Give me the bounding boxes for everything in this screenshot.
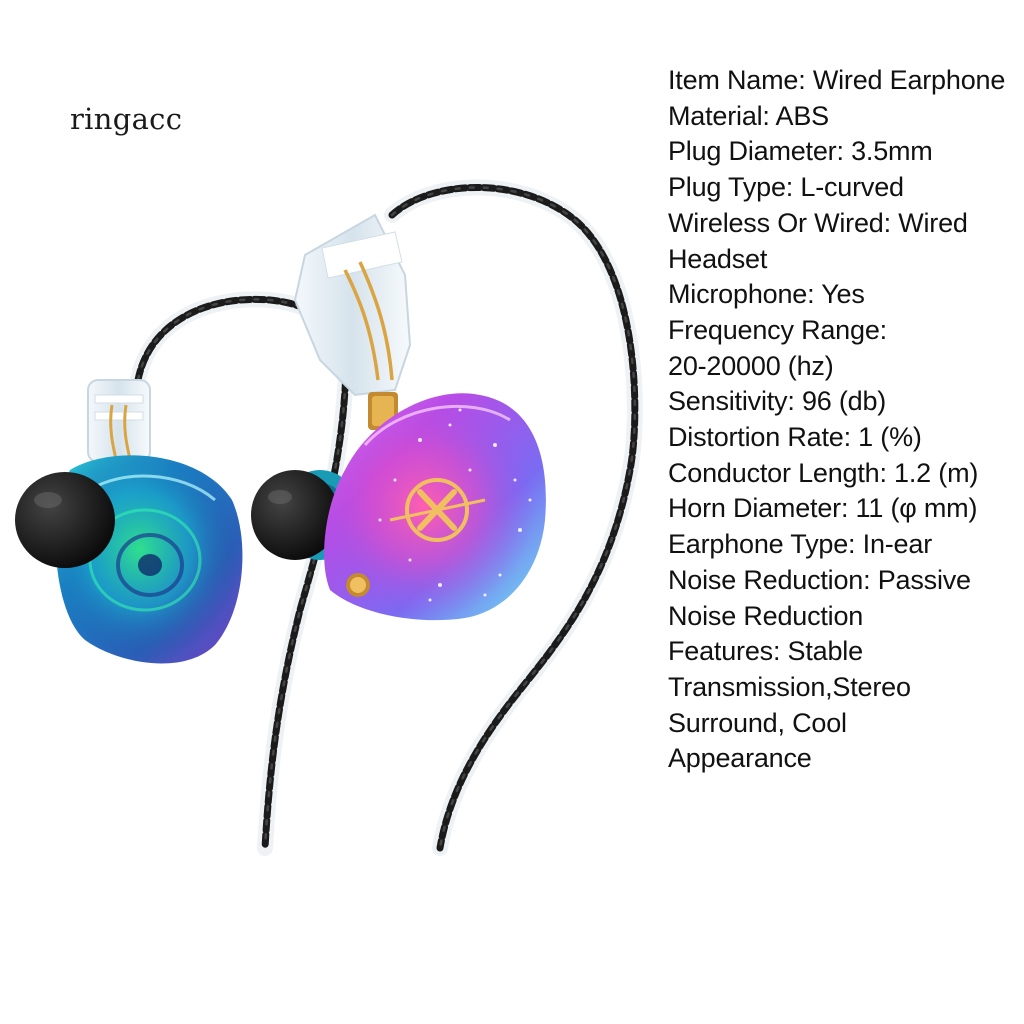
left-connector bbox=[87, 379, 151, 469]
shell-screw bbox=[346, 573, 370, 597]
spec-horn-diameter: Horn Diameter: 11 (φ mm) bbox=[668, 493, 978, 524]
spec-noise-reduction-cont: Noise Reduction bbox=[668, 600, 864, 631]
spec-features-cont-2: Surround, Cool bbox=[668, 707, 847, 738]
right-earpiece bbox=[251, 213, 546, 621]
spec-features: Features: Stable bbox=[668, 636, 863, 667]
spec-microphone: Microphone: Yes bbox=[668, 279, 865, 310]
product-image bbox=[15, 179, 643, 856]
spec-wireless-or-wired: Wireless Or Wired: Wired bbox=[668, 207, 968, 238]
right-connector bbox=[293, 213, 412, 430]
x-circle-logo-icon bbox=[389, 478, 486, 542]
spec-plug-diameter: Plug Diameter: 3.5mm bbox=[668, 136, 933, 167]
spec-conductor-length: Conductor Length: 1.2 (m) bbox=[668, 457, 979, 488]
spec-item-name: Item Name: Wired Earphone bbox=[668, 65, 1006, 95]
spec-frequency-range-value: 20-20000 (hz) bbox=[668, 350, 834, 381]
spec-material: Material: ABS bbox=[668, 100, 829, 131]
spec-earphone-type: Earphone Type: In-ear bbox=[668, 529, 932, 560]
spec-frequency-range: Frequency Range: bbox=[668, 314, 887, 345]
spec-wireless-or-wired-cont: Headset bbox=[668, 243, 768, 274]
spec-features-cont-1: Transmission,Stereo bbox=[668, 671, 911, 702]
left-cable bbox=[130, 291, 354, 856]
right-cable bbox=[384, 179, 643, 856]
spec-plug-type: Plug Type: L-curved bbox=[668, 172, 904, 203]
right-ear-tip bbox=[251, 470, 339, 560]
brand-watermark: ringacc bbox=[70, 102, 183, 136]
spec-noise-reduction: Noise Reduction: Passive bbox=[668, 564, 971, 595]
left-earpiece bbox=[15, 379, 243, 664]
shell-sparkles bbox=[378, 408, 532, 602]
spec-features-cont-3: Appearance bbox=[668, 743, 812, 774]
spec-sensitivity: Sensitivity: 96 (db) bbox=[668, 386, 887, 417]
left-ear-tip bbox=[15, 472, 115, 568]
spec-distortion-rate: Distortion Rate: 1 (%) bbox=[668, 422, 922, 453]
spec-list: Item Name: Wired Earphone Material: ABS … bbox=[668, 63, 1024, 777]
